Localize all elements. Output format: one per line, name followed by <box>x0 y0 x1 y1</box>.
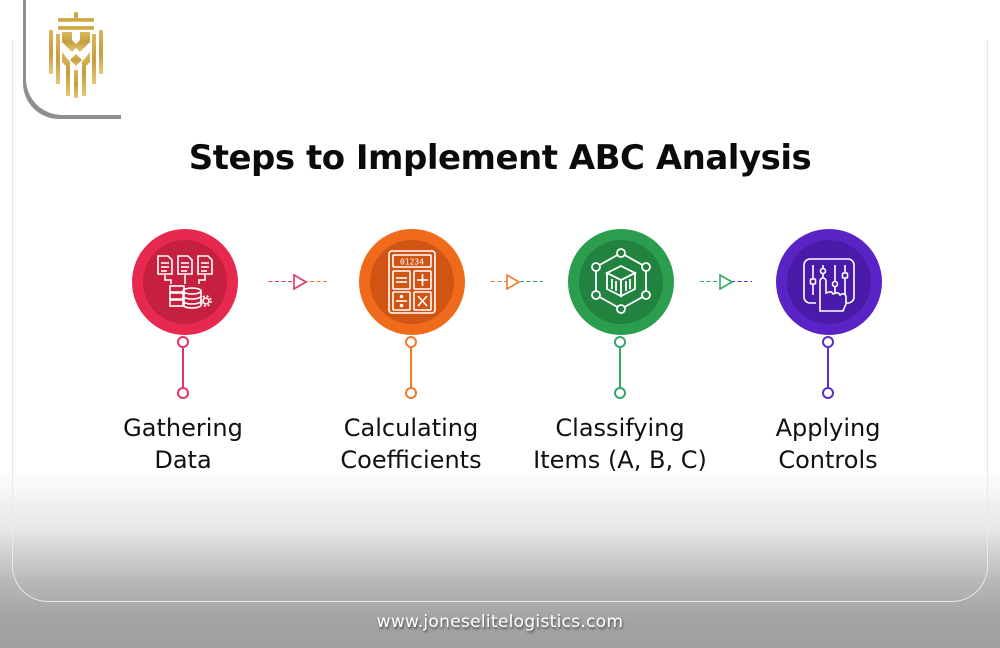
page-title: Steps to Implement ABC Analysis <box>188 138 812 178</box>
step-2-bottom-node <box>405 387 417 399</box>
step-3-label: Classifying Items (A, B, C) <box>510 412 730 476</box>
step-2-label: Calculating Coefficients <box>301 412 521 476</box>
network-cube-icon <box>591 248 651 314</box>
step-2-label-line1: Calculating <box>343 414 479 442</box>
step-4-label-line2: Controls <box>778 446 878 474</box>
step-4-bottom-node <box>822 387 834 399</box>
arrow-right-icon <box>719 273 734 291</box>
logo-tab <box>26 0 124 115</box>
step-4-circle <box>776 229 882 335</box>
step-3-label-line1: Classifying <box>555 414 685 442</box>
step-1-label: Gathering Data <box>73 412 293 476</box>
step-4-label-line1: Applying <box>775 414 881 442</box>
website-url[interactable]: www.joneselitelogistics.com <box>376 612 624 632</box>
step-3-bottom-node <box>614 387 626 399</box>
arrow-right-icon <box>293 273 308 291</box>
step-4-top-node <box>822 336 834 348</box>
arrow-right-icon <box>506 273 521 291</box>
step-1-circle <box>132 229 238 335</box>
step-2-top-node <box>405 336 417 348</box>
step-2-label-line2: Coefficients <box>340 446 482 474</box>
step-1-label-line1: Gathering <box>123 414 243 442</box>
step-4-stem <box>827 348 829 388</box>
step-3-circle <box>568 229 674 335</box>
step-1-stem <box>182 348 184 388</box>
control-sliders-hand-icon <box>803 258 855 312</box>
step-1-bottom-node <box>177 387 189 399</box>
card-outline <box>12 40 988 602</box>
documents-to-database-icon <box>157 255 213 309</box>
step-2-circle: 01234 <box>359 229 465 335</box>
crowned-lion-logo-icon <box>49 12 103 98</box>
step-3-stem <box>619 348 621 388</box>
step-2-stem <box>410 348 412 388</box>
calculator-icon: 01234 <box>388 250 436 314</box>
step-1-label-line2: Data <box>154 446 212 474</box>
svg-text:01234: 01234 <box>400 258 424 267</box>
step-1-top-node <box>177 336 189 348</box>
step-3-top-node <box>614 336 626 348</box>
step-4-label: Applying Controls <box>718 412 938 476</box>
step-3-label-line2: Items (A, B, C) <box>533 446 707 474</box>
